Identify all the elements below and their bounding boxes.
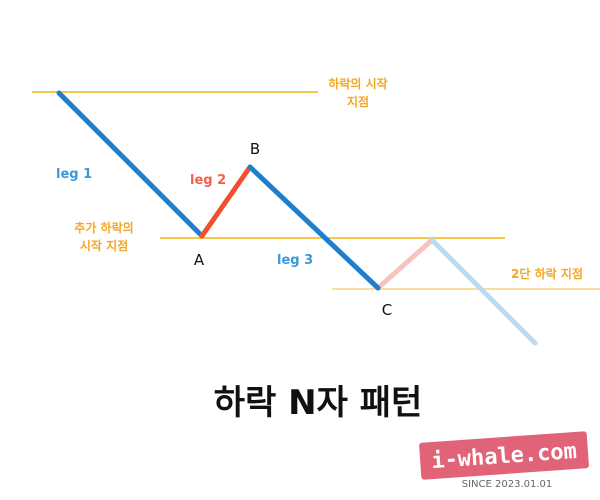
extra-fall-label: 추가 하락의 xyxy=(74,220,133,235)
leg1-line xyxy=(56,90,205,239)
leg3-line xyxy=(247,164,381,291)
leg1-label: leg 1 xyxy=(56,167,92,182)
logo-badge xyxy=(419,431,589,480)
since-label: SINCE 2023.01.01 xyxy=(462,479,553,490)
point-b-label: B xyxy=(250,140,260,158)
site-logo: i-whale.com xyxy=(419,431,589,480)
second-fall-label: 2단 하락 지점 xyxy=(511,266,583,281)
leg3-label: leg 3 xyxy=(277,253,313,268)
point-c-label: C xyxy=(382,301,392,319)
fall-start-label: 하락의 시작 xyxy=(328,76,387,91)
leg2-label: leg 2 xyxy=(190,173,226,188)
fall-start-label-2: 지점 xyxy=(347,94,369,109)
extra-fall-label-2: 시작 지점 xyxy=(80,238,128,253)
leg2-line xyxy=(199,164,253,239)
point-a-label: A xyxy=(194,251,205,269)
projected-down-leg xyxy=(429,237,538,346)
diagram-title: 하락 N자 패턴 xyxy=(214,383,423,423)
projected-up-leg xyxy=(375,237,435,291)
